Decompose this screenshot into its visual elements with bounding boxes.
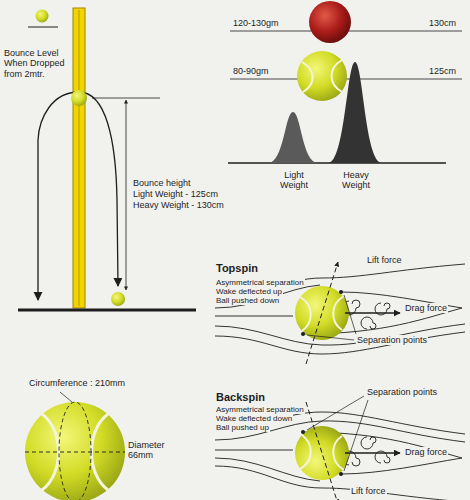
section-title: Backspin bbox=[215, 391, 266, 404]
dimension-label: Heavy Weight - 130cm bbox=[132, 200, 225, 210]
size-ball bbox=[25, 392, 125, 500]
note-text: Asymmetrical separation bbox=[215, 278, 305, 287]
dimension-label: Circumference : 210mm bbox=[28, 378, 126, 388]
backspin-diagram bbox=[215, 402, 465, 500]
force-label: Lift force bbox=[366, 255, 403, 265]
dimension-label: Light Weight - 125cm bbox=[132, 189, 219, 199]
force-label: Lift force bbox=[350, 486, 387, 496]
note-text: Ball pushed down bbox=[215, 296, 280, 305]
note-text: Bounce Level When Dropped from 2mtr. bbox=[3, 48, 69, 79]
dimension-label: Diameter 66mm bbox=[127, 440, 175, 461]
weight-label: 120-130gm bbox=[232, 18, 280, 28]
category-label: Light Weight bbox=[270, 170, 318, 191]
topspin-diagram bbox=[215, 262, 465, 364]
weight-label: 80-90gm bbox=[232, 66, 270, 76]
force-label: Drag force bbox=[404, 447, 448, 457]
leader-lines bbox=[307, 295, 368, 471]
note-text: Asymmetrical separation bbox=[215, 405, 305, 414]
note-text: Ball pushed up bbox=[215, 423, 270, 432]
note-text: Wake deflected up bbox=[215, 287, 283, 296]
force-label: Drag force bbox=[404, 303, 448, 313]
callout-label: Separation points bbox=[366, 387, 438, 397]
category-label: Heavy Weight bbox=[331, 170, 381, 191]
weight-comparison bbox=[228, 1, 462, 163]
callout-label: Separation points bbox=[356, 335, 428, 345]
height-label: 125cm bbox=[428, 66, 457, 76]
dimension-label: Bounce height bbox=[132, 178, 192, 188]
note-text: Wake deflected down bbox=[215, 414, 293, 423]
height-label: 130cm bbox=[428, 18, 457, 28]
section-title: Topspin bbox=[215, 262, 259, 275]
